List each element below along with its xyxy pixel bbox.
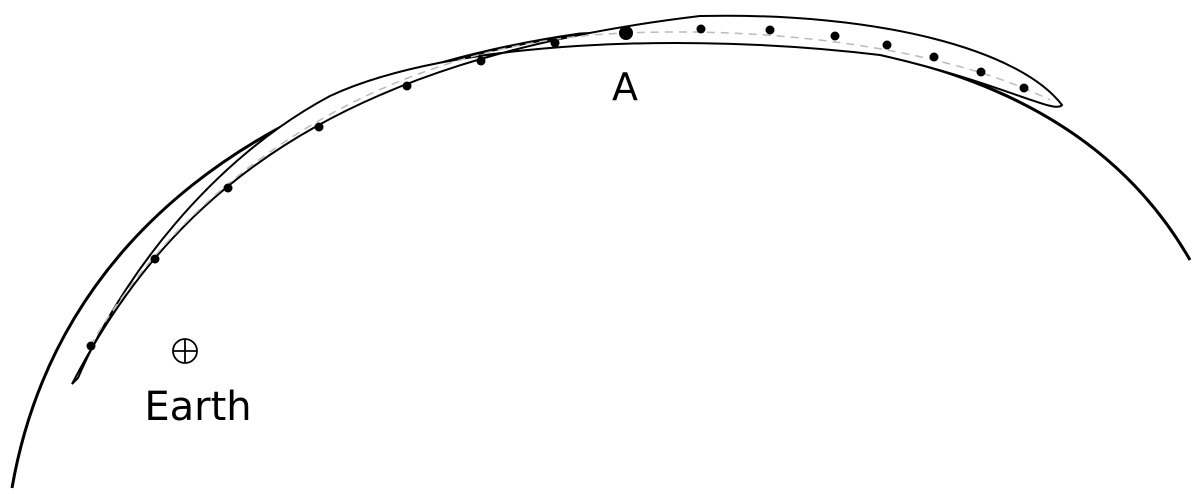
trajectory-point	[830, 31, 840, 41]
trajectory-point	[150, 254, 160, 264]
trajectory-point	[402, 81, 412, 91]
trajectory-point	[1019, 83, 1029, 93]
trajectory-point	[765, 25, 775, 35]
point-a-label: A	[612, 65, 638, 109]
trajectory-point	[696, 24, 706, 34]
earth-label: Earth	[144, 384, 251, 430]
trajectory-point	[550, 38, 560, 48]
trajectory-points	[86, 24, 1029, 351]
trajectory-point	[86, 341, 96, 351]
point-a-marker	[619, 26, 633, 40]
trajectory-point	[314, 122, 324, 132]
trajectory-point	[476, 56, 486, 66]
trajectory-point	[882, 40, 892, 50]
trajectory-path	[89, 31, 1051, 347]
trajectory-point	[929, 52, 939, 62]
trajectory-point	[976, 67, 986, 77]
circled-plus-icon	[172, 338, 198, 364]
crescent-band	[71, 14, 1064, 385]
trajectory-point	[223, 183, 233, 193]
